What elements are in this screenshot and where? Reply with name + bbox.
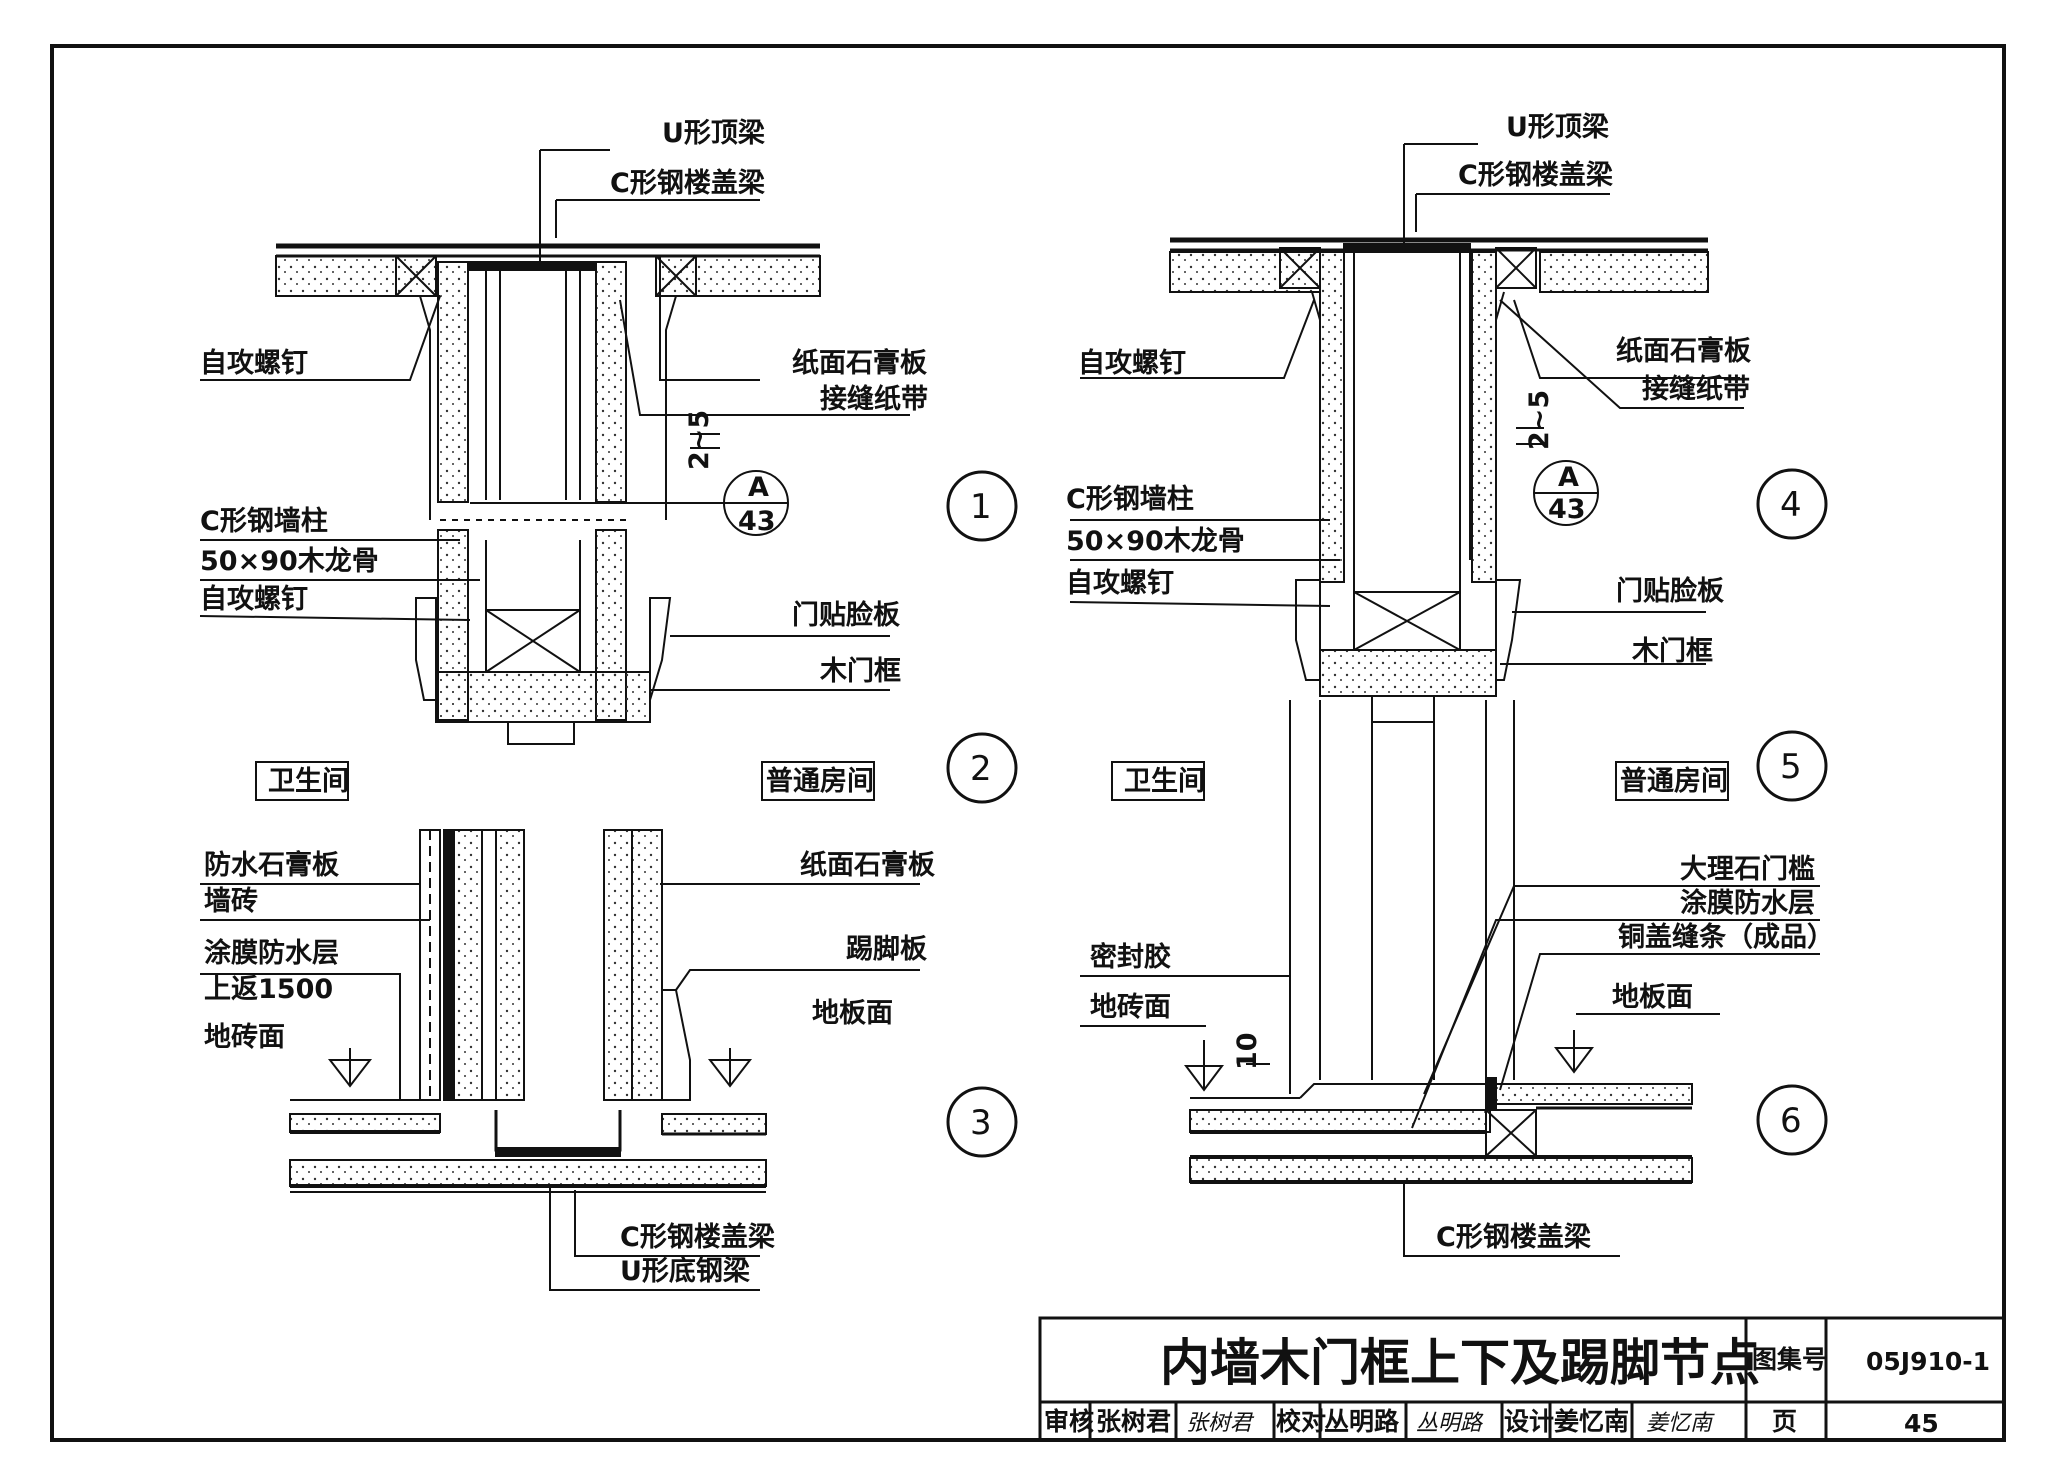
title-block-text: 内墙木门框上下及踢脚节点 图集号 05J910-1 页 45 审核 张树君 张树… — [1044, 1334, 1990, 1438]
label-wall-tile: 墙砖 — [204, 886, 258, 917]
page-label: 页 — [1772, 1407, 1797, 1436]
atlas-label: 图集号 — [1752, 1345, 1827, 1374]
label-u-top-beam: U形顶梁 — [662, 118, 765, 149]
designer-name: 姜忆南 — [1554, 1407, 1629, 1436]
label-gypsum-board-bottom: 纸面石膏板 — [800, 849, 935, 881]
label-self-tapping-screw: 自攻螺钉 — [200, 347, 308, 379]
left-details — [199, 149, 1018, 1291]
label-gap: 2~5 — [684, 410, 715, 470]
label-floor-surface: 地板面 — [812, 998, 893, 1029]
label-dim-10: 10 — [1232, 1032, 1263, 1070]
label-joint-tape: 接缝纸带 — [820, 383, 928, 415]
sheet-border — [50, 44, 2006, 1442]
checker-name: 丛明路 — [1324, 1407, 1400, 1436]
label-self-tapping-screw-r: 自攻螺钉 — [1078, 347, 1186, 379]
check-label: 校对 — [1276, 1407, 1326, 1436]
label-marble-sill: 大理石门槛 — [1680, 854, 1815, 885]
label-copper-strip: 铜盖缝条（成品） — [1618, 921, 1834, 953]
ref-letter-r: A — [1558, 462, 1579, 493]
detail-number-6: 6 — [1780, 1101, 1802, 1141]
detail-number-3: 3 — [970, 1103, 992, 1143]
label-gap-r: 2~5 — [1524, 390, 1555, 450]
label-waterproof-board: 防水石膏板 — [204, 849, 339, 881]
label-self-tapping-screw-2: 自攻螺钉 — [200, 583, 308, 615]
label-c-stud: C形钢墙柱 — [200, 506, 328, 537]
review-label: 审核 — [1044, 1407, 1094, 1436]
label-c-floor-beam-top: C形钢楼盖梁 — [610, 168, 765, 199]
detail-number-4: 4 — [1780, 485, 1802, 525]
label-bathroom-r: 卫生间 — [1124, 766, 1205, 797]
ref-number-r: 43 — [1548, 494, 1586, 525]
label-ordinary-room-r: 普通房间 — [1620, 765, 1728, 797]
ref-number: 43 — [738, 506, 776, 537]
label-u-top-beam-r: U形顶梁 — [1506, 112, 1609, 143]
detail-number-2: 2 — [970, 749, 992, 789]
label-c-stud-r: C形钢墙柱 — [1066, 484, 1194, 515]
label-skirting: 踢脚板 — [846, 934, 927, 965]
label-c-floor-beam-top-r: C形钢楼盖梁 — [1458, 160, 1613, 191]
label-membrane-r: 涂膜防水层 — [1680, 887, 1815, 919]
drawing-title: 内墙木门框上下及踢脚节点 — [1160, 1334, 1760, 1392]
label-c-floor-beam-bottom-r: C形钢楼盖梁 — [1436, 1222, 1591, 1253]
atlas-number: 05J910-1 — [1866, 1347, 1990, 1376]
label-wood-frame-r: 木门框 — [1631, 636, 1713, 667]
label-membrane: 涂膜防水层 — [204, 937, 339, 969]
title-block-frame — [1038, 1316, 2006, 1442]
label-u-bottom-beam: U形底钢梁 — [620, 1255, 750, 1287]
label-floor-tile: 地砖面 — [204, 1022, 285, 1053]
label-floor-surface-r: 地板面 — [1612, 982, 1693, 1013]
label-sealant: 密封胶 — [1090, 941, 1171, 973]
label-c-floor-beam-bottom: C形钢楼盖梁 — [620, 1222, 775, 1253]
label-gypsum-board-r: 纸面石膏板 — [1616, 335, 1751, 367]
detail-number-1: 1 — [970, 487, 992, 527]
right-labels: U形顶梁 C形钢楼盖梁 自攻螺钉 纸面石膏板 接缝纸带 2~5 A 43 C形钢… — [1066, 112, 1834, 1253]
label-upturn: 上返1500 — [204, 974, 333, 1005]
right-details — [1069, 143, 1828, 1257]
label-wood-keel: 50×90木龙骨 — [200, 546, 379, 577]
label-self-tapping-screw-2-r: 自攻螺钉 — [1066, 567, 1174, 599]
label-bathroom: 卫生间 — [268, 766, 349, 797]
designer-signature: 姜忆南 — [1646, 1411, 1715, 1436]
label-door-trim-r: 门贴脸板 — [1616, 575, 1724, 607]
label-wood-frame: 木门框 — [819, 656, 901, 687]
label-floor-tile-r: 地砖面 — [1090, 992, 1171, 1023]
label-door-trim: 门贴脸板 — [792, 599, 900, 631]
reviewer-name: 张树君 — [1096, 1407, 1171, 1436]
checker-signature: 丛明路 — [1416, 1411, 1484, 1436]
label-gypsum-board: 纸面石膏板 — [792, 347, 927, 379]
label-wood-keel-r: 50×90木龙骨 — [1066, 526, 1245, 557]
label-joint-tape-r: 接缝纸带 — [1642, 373, 1750, 405]
design-label: 设计 — [1504, 1407, 1554, 1436]
label-ordinary-room: 普通房间 — [766, 765, 874, 797]
left-labels: U形顶梁 C形钢楼盖梁 自攻螺钉 纸面石膏板 接缝纸带 2~5 A 43 C形钢… — [200, 118, 992, 1287]
ref-letter: A — [748, 472, 769, 503]
page-number: 45 — [1904, 1409, 1939, 1438]
reviewer-signature: 张树君 — [1186, 1411, 1255, 1436]
detail-number-5: 5 — [1780, 747, 1802, 787]
